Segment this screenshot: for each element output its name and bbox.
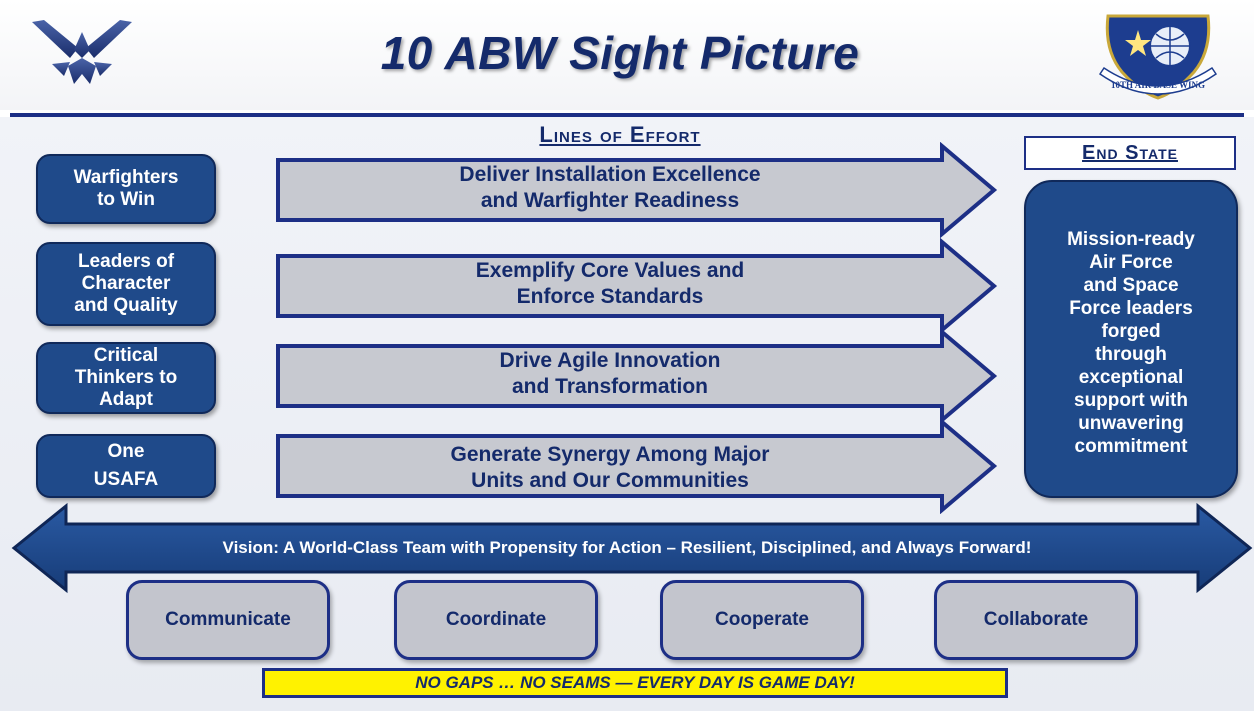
wing-emblem-icon: 10TH AIR BASE WING	[1098, 14, 1218, 100]
communicate-box: Communicate	[126, 580, 330, 660]
loe-text-3: Drive Agile Innovation and Transformatio…	[499, 349, 721, 398]
end-state-header: End State	[1024, 136, 1236, 170]
wing-emblem-text: 10TH AIR BASE WING	[1111, 80, 1205, 90]
vision-statement: Vision: A World-Class Team with Propensi…	[222, 538, 1032, 557]
vision-arrow	[11, 502, 1253, 594]
lines-of-effort-header: Lines of Effort	[539, 122, 701, 147]
priority-one-usafa-line1: One	[107, 441, 145, 462]
end-state-text: Mission-ready Air Force and Space Force …	[1067, 229, 1195, 457]
header-band	[0, 0, 1254, 110]
priority-critical-thinkers: Critical Thinkers to Adapt	[36, 342, 216, 414]
collaborate-box: Collaborate	[934, 580, 1138, 660]
cooperate-box: Cooperate	[660, 580, 864, 660]
air-force-logo-icon	[32, 20, 132, 84]
loe-arrow-1	[276, 142, 998, 238]
priority-warfighters: Warfighters to Win	[36, 154, 216, 224]
loe-text-2: Exemplify Core Values and Enforce Standa…	[475, 259, 745, 308]
coordinate-box: Coordinate	[394, 580, 598, 660]
priority-one-usafa: One USAFA	[36, 434, 216, 498]
priority-one-usafa-line2: USAFA	[93, 469, 159, 490]
loe-arrow-2	[276, 238, 998, 334]
end-state-box	[1024, 180, 1238, 498]
page-title: 10 ABW Sight Picture	[380, 27, 860, 79]
loe-text-4: Generate Synergy Among Major Units and O…	[450, 443, 770, 492]
priority-leaders: Leaders of Character and Quality	[36, 242, 216, 326]
loe-arrow-3	[276, 328, 998, 424]
title-divider	[10, 113, 1244, 117]
loe-text-1: Deliver Installation Excellence and Warf…	[459, 163, 761, 212]
loe-arrow-4	[276, 418, 998, 514]
motto-banner: NO GAPS … NO SEAMS — EVERY DAY IS GAME D…	[262, 668, 1008, 698]
